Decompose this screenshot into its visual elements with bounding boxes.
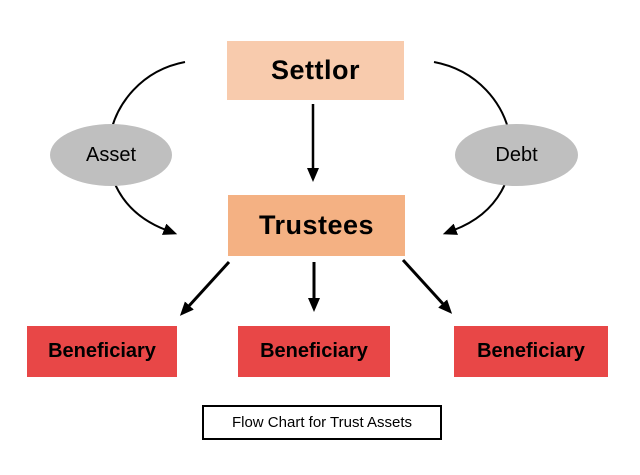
node-beneficiary-left: Beneficiary: [27, 326, 177, 377]
node-debt-ellipse: Debt: [455, 124, 578, 186]
node-asset-ellipse: Asset: [50, 124, 172, 186]
node-beneficiary-left-label: Beneficiary: [48, 340, 156, 362]
edge-trustees-beneficiary-right-arrow: [401, 258, 453, 314]
node-beneficiary-right-label: Beneficiary: [477, 340, 585, 362]
edge-trustees-beneficiary-left-arrow: [179, 260, 231, 316]
node-beneficiary-right: Beneficiary: [454, 326, 608, 377]
node-trustees: Trustees: [228, 195, 405, 256]
node-settlor: Settlor: [227, 41, 404, 100]
node-settlor-label: Settlor: [270, 55, 360, 85]
node-beneficiary-middle-label: Beneficiary: [260, 340, 368, 362]
caption-label: Flow Chart for Trust Assets: [231, 414, 413, 431]
node-asset-label: Asset: [85, 143, 137, 166]
node-beneficiary-middle: Beneficiary: [238, 326, 390, 377]
node-trustees-label: Trustees: [258, 210, 375, 240]
caption-box: Flow Chart for Trust Assets: [202, 405, 442, 440]
node-debt-label: Debt: [495, 143, 538, 166]
